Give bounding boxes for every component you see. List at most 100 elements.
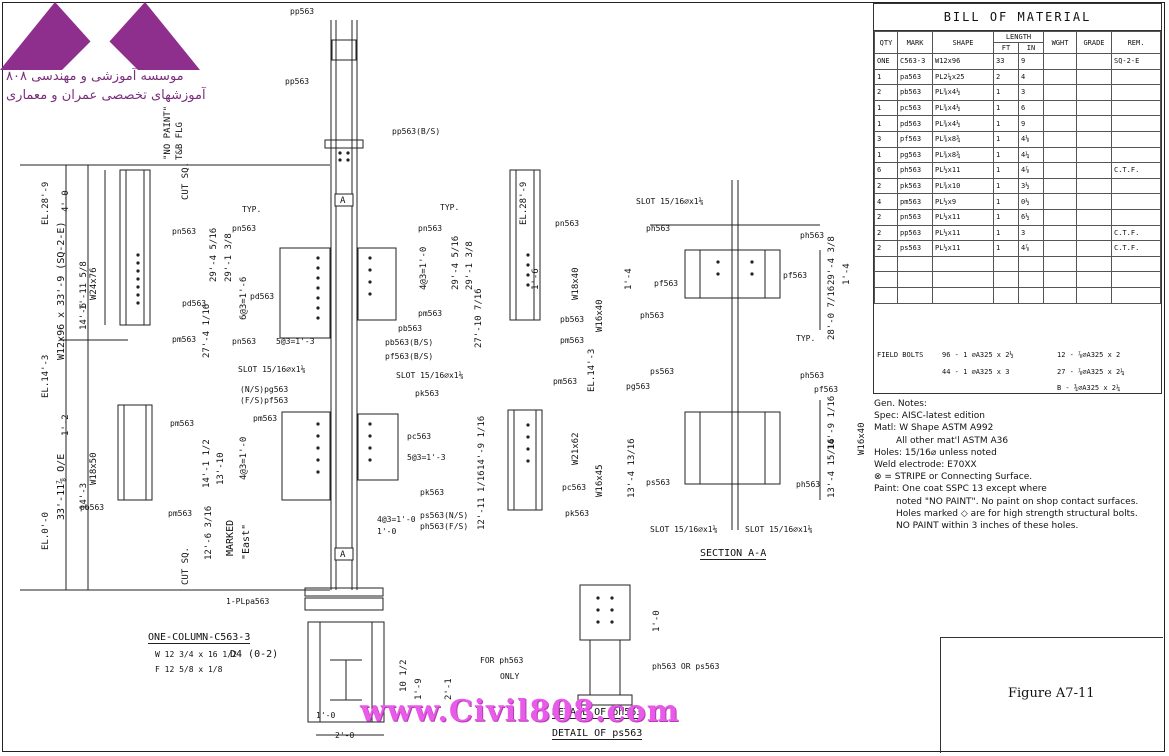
mark-pc: pc563	[407, 432, 432, 441]
sec-pg: pg563	[626, 382, 651, 391]
mark-pb-l: pb563	[80, 503, 105, 512]
dim-27-4: 27'-4 1/16	[202, 303, 212, 358]
only-label: ONLY	[500, 672, 520, 681]
section-aa-title: SECTION A-A	[700, 548, 767, 560]
figure-label: Figure A7-11	[1008, 686, 1095, 701]
sec-ps-1: ps563	[650, 367, 675, 376]
field-bolt-4: 27 - ⅞⌀A325 x 2¼	[1057, 368, 1125, 376]
mark-pn-right: pn563	[418, 224, 443, 233]
bill-of-material: BILL OF MATERIAL QTY MARK SHAPE LENGTH W…	[873, 3, 1162, 394]
w16x45-label: W16x45	[595, 464, 605, 497]
note-line: noted "NO PAINT". No paint on shop conta…	[896, 496, 1139, 507]
dim-1-6: 1'-6	[531, 268, 541, 290]
mark-pb-1: pb563	[398, 324, 423, 333]
field-bolt-5: B - ¾⌀A325 x 2¼	[1057, 384, 1121, 392]
dim-14-9-sec: 14'-9 1/16	[827, 395, 837, 450]
bom-col-rem: REM.	[1111, 31, 1161, 54]
mark-pm-2: pm563	[253, 414, 278, 423]
field-bolt-1: 96 - 1 ⌀A325 x 2½	[942, 351, 1014, 359]
note-line: Holes: 15/16⌀ unless noted	[874, 447, 997, 458]
watermark: www.Civil808.com	[360, 694, 680, 729]
table-row-empty	[874, 271, 1161, 288]
logo-line1: موسسه آموزشی و مهندسی ۸۰۸	[6, 69, 184, 84]
field-bolts-label: FIELD BOLTS	[877, 351, 924, 359]
note-line: Weld electrode: E70XX	[874, 460, 977, 471]
slot-sec-top: SLOT 15/16⌀x1⅛	[636, 197, 704, 206]
dim-14-3: 14'-3	[79, 482, 89, 510]
sec-ph-5: ph563	[796, 480, 821, 489]
mark-pm-3: pm563	[170, 419, 195, 428]
slot-sec-b2: SLOT 15/16⌀x1⅛	[745, 525, 813, 534]
dim-13-10: 13'-10	[216, 452, 226, 485]
column-title: ONE-COLUMN-C563-3	[148, 632, 251, 644]
bom-col-qty: QTY	[874, 31, 898, 54]
dim-1-2: 1'-2	[61, 414, 71, 436]
cut-sq-top: CUT SQ.	[181, 162, 191, 200]
mark-pd-beam: pd563	[182, 299, 207, 308]
mark-pp-top: pp563	[290, 7, 315, 16]
note-line: ⊗ = STRIPE or Connecting Surface.	[874, 472, 1033, 483]
no-paint-label: "NO PAINT"	[163, 105, 173, 160]
slot-right: SLOT 15/16⌀x1⅛	[396, 371, 464, 380]
sec-pf-3: pf563	[814, 385, 839, 394]
dim-1-4-sec2: 1'-4	[842, 263, 852, 285]
mark-ph-fs: ph563(F/S)	[420, 522, 469, 531]
dim-14-9: 14'-9 1/16	[477, 415, 487, 470]
bom-col-ft: FT	[993, 42, 1019, 54]
note-line: Holes marked ◇ are for high strength str…	[896, 508, 1138, 519]
member-label: W12x96 x 33'-9 (SQ-2-E)	[56, 221, 67, 360]
shop-drawing	[20, 20, 821, 736]
dim-6-3: 6@3=1'-6	[239, 276, 249, 320]
typ-left: TYP.	[242, 205, 262, 214]
detail-ph-title: DETAIL OF ph563	[552, 707, 643, 719]
note-line: Spec: AISC-latest edition	[874, 411, 986, 422]
w16x40-label: W16x40	[595, 299, 605, 332]
table-row-empty	[874, 255, 1161, 273]
sec-ps-2: ps563	[646, 478, 671, 487]
sec-pf-1: pf563	[654, 279, 679, 288]
figure-box: Figure A7-11	[940, 637, 1163, 753]
bom-col-length: LENGTH	[993, 31, 1044, 43]
bom-table: QTY MARK SHAPE LENGTH WGHT GRADE REM. FT…	[874, 31, 1161, 304]
mark-ps-ns: ps563(N/S)	[420, 511, 469, 520]
dim-13-4: 13'-4 13/16	[627, 438, 637, 498]
dim-12-11: 12'-11 1/16	[477, 470, 487, 530]
el-28-9-r: EL.28'-9	[519, 181, 529, 225]
sec-ph-4: ph563	[800, 371, 825, 380]
note-line: NO PAINT within 3 inches of these holes.	[896, 521, 1079, 532]
dim-29-1-r: 29'-1 3/8	[465, 241, 475, 290]
slot-left: SLOT 15/16⌀x1⅛	[238, 365, 306, 374]
el-28-9: EL.28'-9	[41, 181, 51, 225]
w18x50-label: W18x50	[89, 452, 99, 485]
dim-29-4-r: 29'-4 5/16	[451, 235, 461, 290]
dim-27-10: 27'-10 7/16	[474, 288, 484, 348]
mark-fs-pf: (F/S)pf563	[240, 396, 289, 405]
w24-label: W24x76	[89, 267, 99, 300]
dim-4-3-l: 4@3=1'-0	[239, 436, 249, 480]
el-14-3: EL.14'-3	[41, 354, 51, 398]
bom-title: BILL OF MATERIAL	[874, 4, 1161, 31]
mark-pm-r2: pm563	[553, 377, 578, 386]
dim-14-1: 14'-1 1/2	[202, 439, 212, 488]
dim-1-11: 1'-11 5/8	[79, 261, 89, 310]
typ-right: TYP.	[440, 203, 460, 212]
mark-pk-1: pk563	[415, 389, 440, 398]
mark-pf-bs: pf563(B/S)	[385, 352, 434, 361]
mark-pp-2: pp563	[285, 77, 310, 86]
mark-pb-bs: pb563(B/S)	[385, 338, 434, 347]
mark-pd-plate: pd563	[250, 292, 275, 301]
pa-label: 1-PLpa563	[226, 597, 270, 606]
dim-29-1: 29'-1 3/8	[224, 233, 234, 282]
sec-ph-3: ph563	[640, 311, 665, 320]
table-row-empty	[874, 286, 1161, 304]
field-bolt-3: 44 - 1 ⌀A325 x 3	[942, 368, 1010, 376]
